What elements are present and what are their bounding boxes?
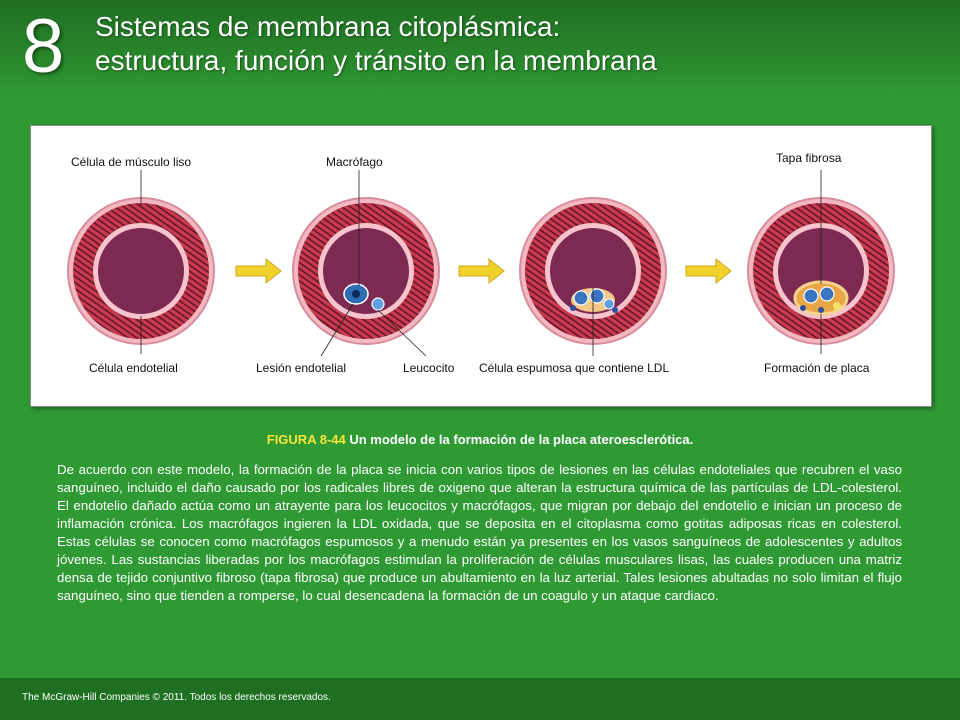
figure-panel: Célula de músculo liso Célula endotelial… [30, 125, 932, 407]
plaque [793, 280, 849, 316]
macrophage-cell [343, 283, 369, 305]
body-paragraph: De acuerdo con este modelo, la formación… [57, 462, 902, 603]
vessel-1 [67, 197, 215, 345]
header-bar [0, 0, 960, 96]
arrow-icon [685, 257, 732, 285]
leader-lines [140, 170, 822, 357]
label-plaque: Formación de placa [764, 361, 870, 375]
atherosclerosis-diagram: Célula de músculo liso Célula endotelial… [67, 151, 895, 375]
label-foam-cell: Célula espumosa que contiene LDL [479, 361, 669, 375]
label-smooth-muscle: Célula de músculo liso [71, 155, 191, 169]
vessel-2 [292, 197, 440, 345]
chapter-number: 8 [22, 4, 65, 89]
footer-bar: The McGraw-Hill Companies © 2011. Todos … [0, 678, 960, 720]
arrow-icon [458, 257, 505, 285]
leukocyte-cell [371, 297, 385, 311]
label-macrophage: Macrófago [326, 155, 383, 169]
arrow-icon [235, 257, 282, 285]
title-line-1: Sistemas de membrana citoplásmica: [95, 11, 561, 42]
page-title: Sistemas de membrana citoplásmica: estru… [95, 10, 657, 78]
title-line-2: estructura, función y tránsito en la mem… [95, 45, 657, 76]
figure-number: FIGURA 8-44 [266, 432, 346, 447]
figure-caption-text: Un modelo de la formación de la placa at… [349, 432, 694, 447]
figure-caption: FIGURA 8-44 Un modelo de la formación de… [30, 432, 930, 447]
copyright-text: The McGraw-Hill Companies © 2011. Todos … [22, 692, 331, 703]
label-fibrous-cap: Tapa fibrosa [776, 151, 842, 165]
label-lesion: Lesión endotelial [256, 361, 346, 375]
label-endothelial: Célula endotelial [89, 361, 178, 375]
label-leukocyte: Leucocito [403, 361, 455, 375]
vessel-3 [519, 197, 667, 345]
